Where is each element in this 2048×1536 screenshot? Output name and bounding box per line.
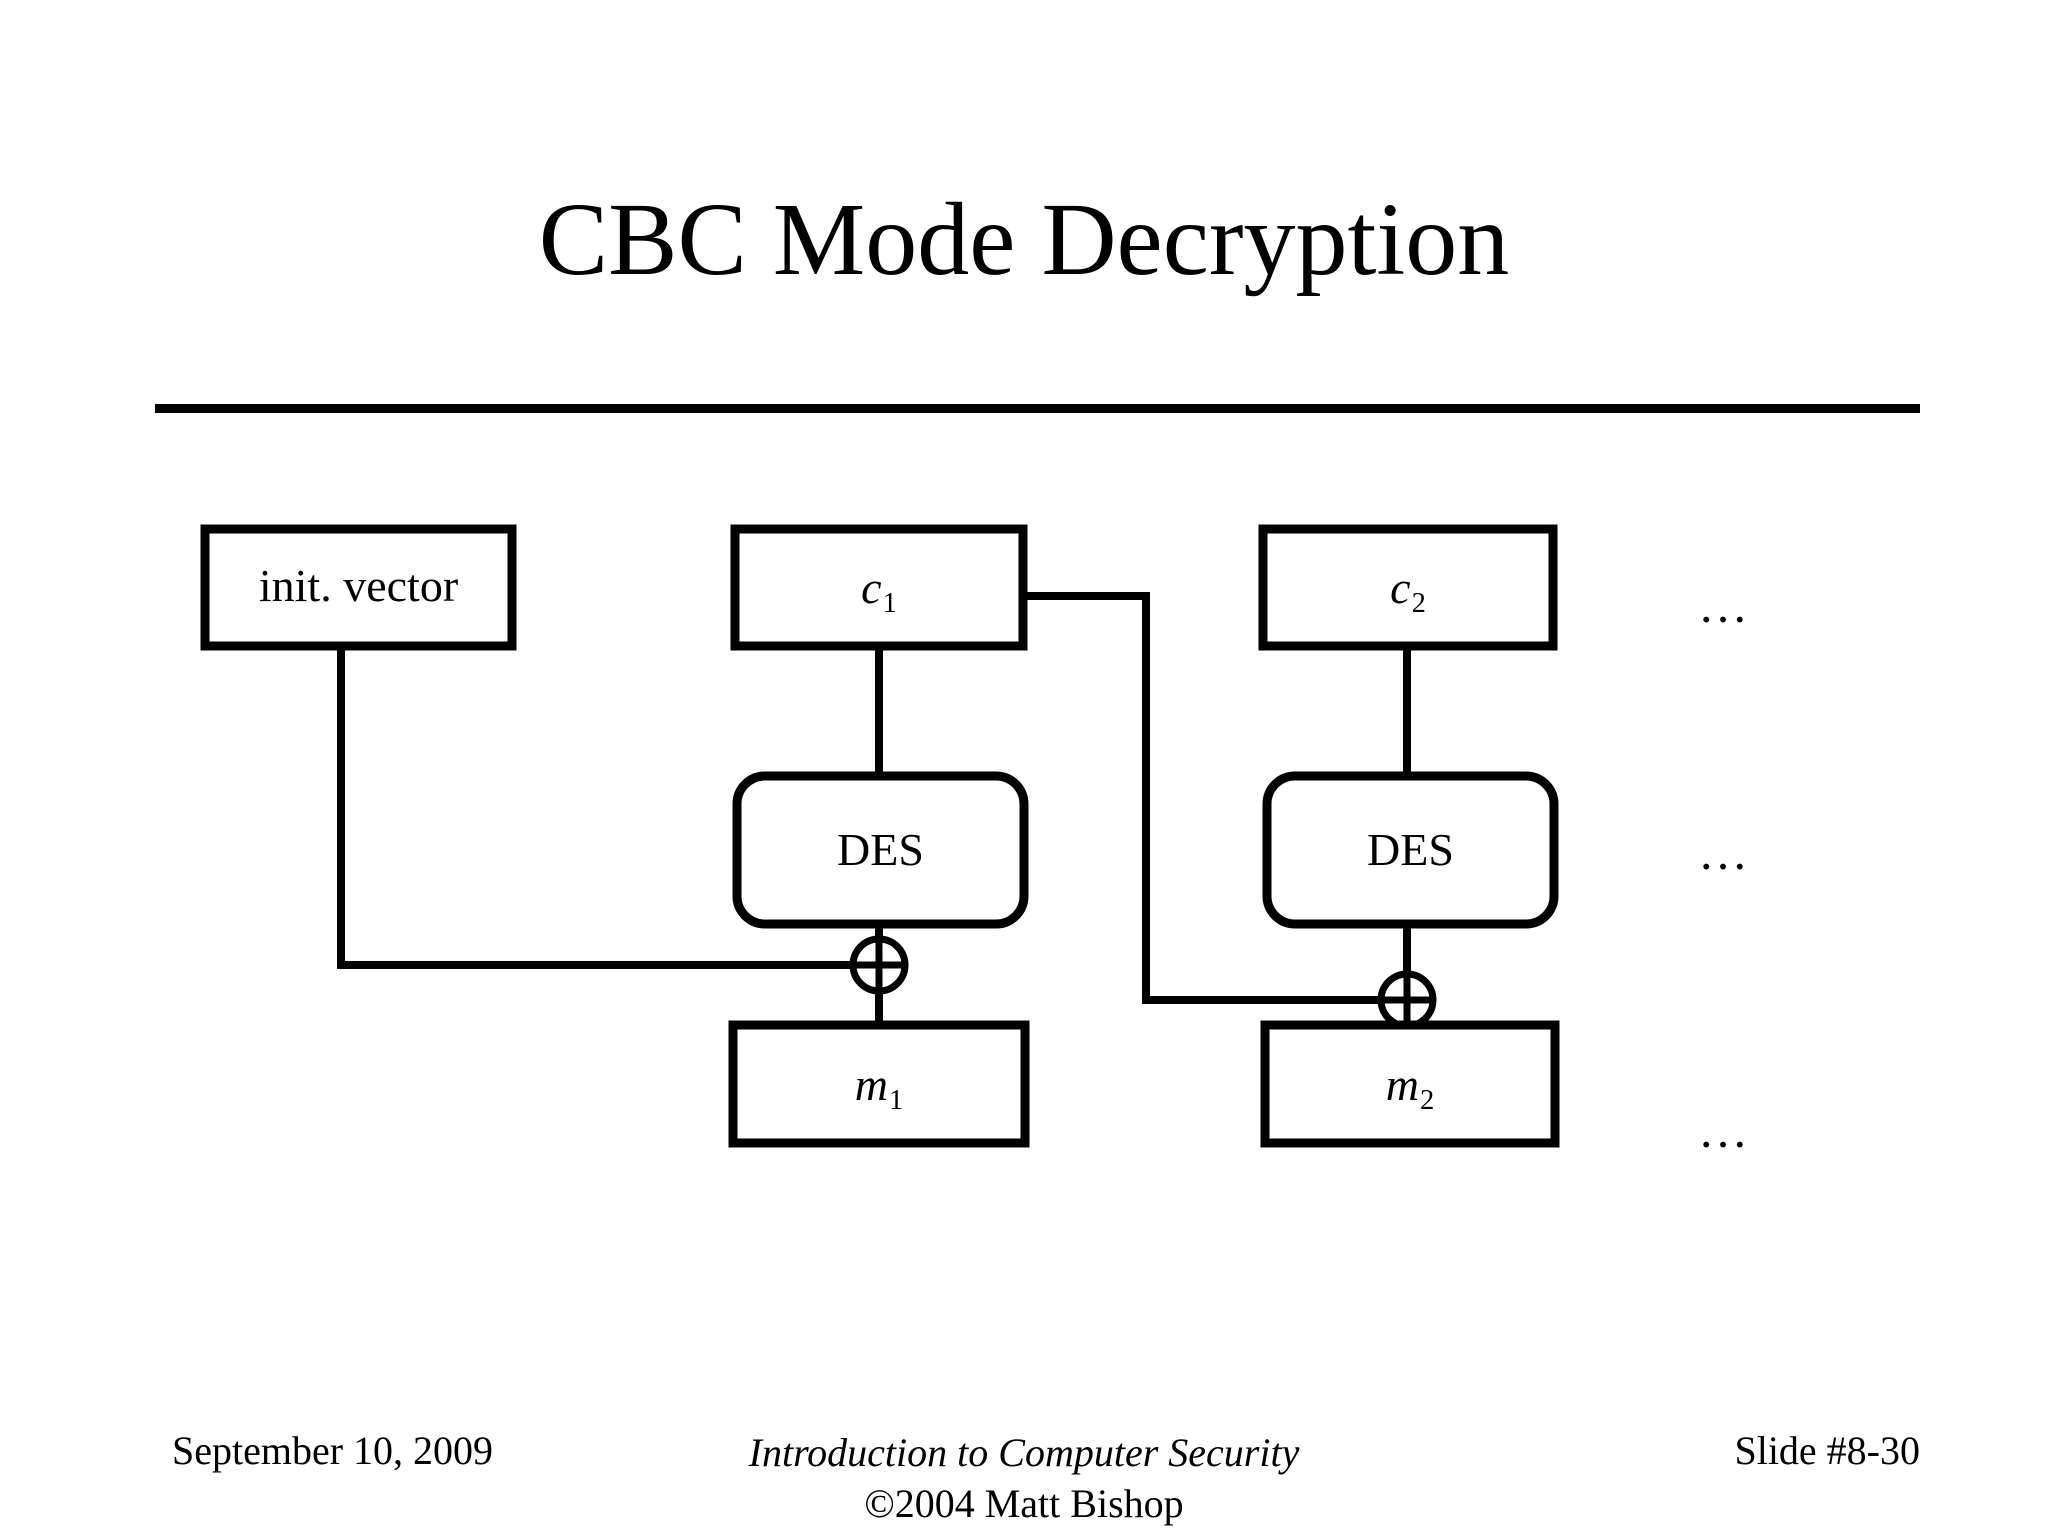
- node-m2: [1260, 1020, 1560, 1148]
- node-xor-1: [849, 935, 909, 995]
- node-m1: [728, 1020, 1030, 1148]
- node-xor-2: [1377, 970, 1437, 1030]
- label-m1-base: m: [854, 1059, 888, 1110]
- footer-course-title: Introduction to Computer Security: [748, 1430, 1300, 1475]
- title-divider: [155, 404, 1920, 413]
- label-m2-base: m: [1385, 1059, 1419, 1110]
- label-des-2: DES: [1367, 824, 1454, 875]
- node-c2: [1258, 524, 1558, 651]
- page-title: CBC Mode Decryption: [538, 182, 1510, 297]
- label-c1: c1: [735, 565, 1023, 618]
- label-m2: m2: [1265, 1062, 1555, 1115]
- wire-iv-to-xor1: [337, 646, 856, 969]
- label-c2-subscript: 2: [1411, 587, 1426, 619]
- connector-wires: [337, 592, 1411, 1025]
- label-c1-base: c: [861, 562, 882, 613]
- node-des-2: [1262, 771, 1559, 929]
- label-c2-base: c: [1390, 562, 1411, 613]
- label-des-1: DES: [837, 824, 924, 875]
- label-m1: m1: [733, 1062, 1025, 1115]
- label-c2: c2: [1263, 565, 1553, 618]
- node-init-vector: [200, 524, 517, 651]
- footer-center: Introduction to Computer Security ©2004 …: [0, 1427, 2048, 1529]
- footer-copyright: ©2004 Matt Bishop: [864, 1481, 1184, 1527]
- ellipsis-ciphertext-row: …: [1698, 577, 1752, 633]
- label-m2-subscript: 2: [1419, 1084, 1435, 1116]
- footer-slide-number: Slide #8-30: [1734, 1428, 1920, 1473]
- ellipsis-des-row: …: [1698, 824, 1752, 880]
- label-c1-subscript: 1: [882, 587, 897, 619]
- ellipsis-plaintext-row: …: [1698, 1102, 1752, 1158]
- footer-date: September 10, 2009: [172, 1428, 494, 1473]
- wire-c1-to-xor2: [1023, 592, 1385, 1004]
- node-des-1: [732, 771, 1029, 929]
- label-init-vector: init. vector: [258, 560, 459, 611]
- node-c1: [730, 524, 1028, 651]
- label-m1-subscript: 1: [888, 1084, 904, 1116]
